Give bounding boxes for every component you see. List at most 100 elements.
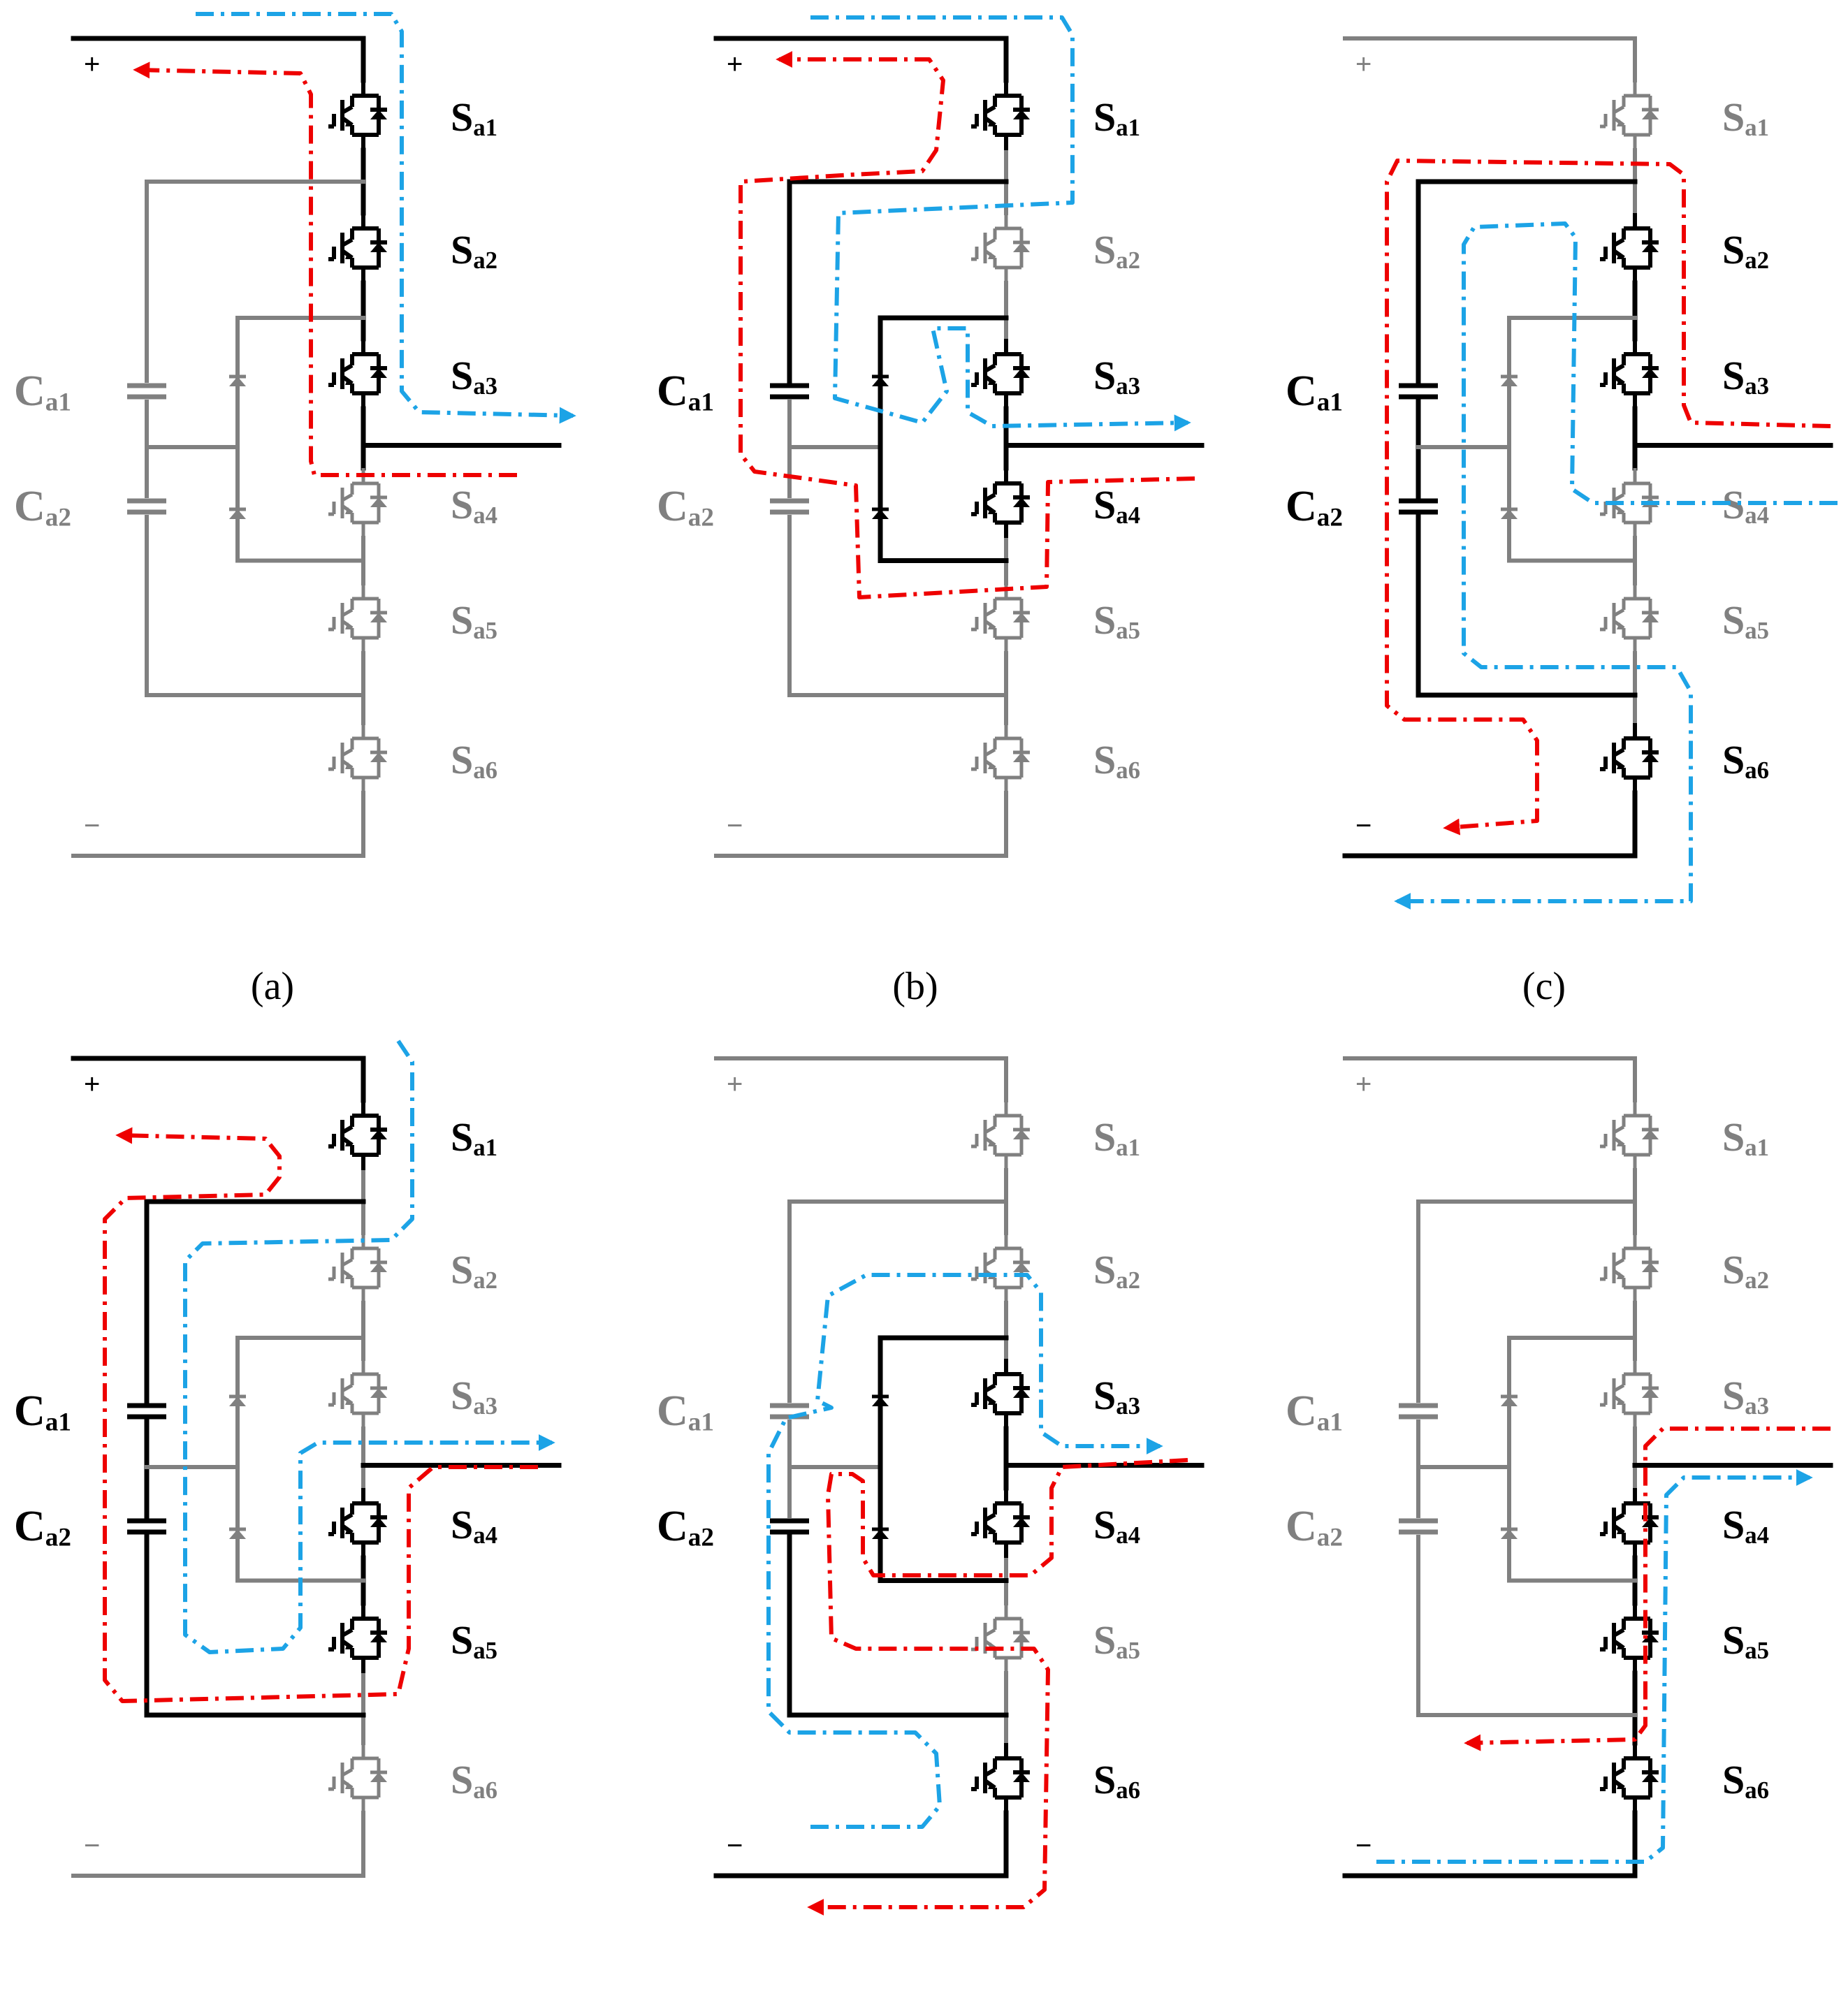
switch-sa3	[328, 339, 387, 409]
switch-sa3	[971, 339, 1030, 409]
label-sa6: Sa6	[1093, 1757, 1140, 1804]
current-path-blue	[1394, 221, 1838, 910]
clamp-diode-lower	[872, 507, 889, 519]
label-sa6: Sa6	[451, 1757, 497, 1804]
panel-caption: (b)	[892, 965, 938, 1008]
minus-terminal-sign: −	[727, 810, 743, 841]
switch-sa6	[328, 723, 387, 793]
label-sa4: Sa4	[1093, 1502, 1140, 1549]
label-sa4: Sa4	[1722, 1502, 1769, 1549]
label-sa3: Sa3	[1722, 1373, 1769, 1420]
switch-sa2	[328, 213, 387, 283]
switch-sa3	[1600, 1359, 1659, 1429]
switch-sa4	[1600, 468, 1659, 538]
plus-terminal-sign: +	[727, 1069, 743, 1100]
current-path-red	[807, 1458, 1188, 1916]
capacitor-ca2	[1399, 498, 1438, 515]
label-sa3: Sa3	[1093, 353, 1140, 400]
label-sa4: Sa4	[451, 482, 497, 529]
capacitor-ca2	[127, 498, 166, 515]
label-sa6: Sa6	[1722, 737, 1769, 784]
minus-terminal-sign: −	[84, 1830, 100, 1861]
minus-terminal-sign: −	[1355, 810, 1372, 841]
current-path-blue	[766, 1273, 1163, 1829]
label-ca1: Ca1	[657, 367, 714, 416]
capacitor-ca1	[127, 1403, 166, 1420]
switch-sa2	[971, 213, 1030, 283]
current-path-blue	[810, 15, 1191, 432]
label-sa2: Sa2	[451, 227, 497, 274]
clamp-diode-upper	[229, 1394, 246, 1406]
clamp-diode-lower	[229, 1527, 246, 1539]
plus-terminal-sign: +	[84, 1069, 100, 1100]
plus-terminal-sign: +	[727, 49, 743, 80]
label-ca1: Ca1	[1286, 1387, 1343, 1436]
label-ca1: Ca1	[657, 1387, 714, 1436]
label-sa1: Sa1	[1722, 94, 1769, 141]
switch-sa5	[971, 1603, 1030, 1673]
capacitor-ca2	[1399, 1518, 1438, 1535]
current-path-red	[739, 51, 1195, 599]
capacitor-ca2	[127, 1518, 166, 1535]
switch-sa1	[328, 80, 387, 150]
clamp-diode-lower	[1501, 507, 1518, 519]
minus-terminal-sign: −	[84, 810, 100, 841]
switch-sa4	[328, 1488, 387, 1558]
label-sa6: Sa6	[1093, 737, 1140, 784]
switch-sa5	[328, 583, 387, 653]
label-sa3: Sa3	[1722, 353, 1769, 400]
plus-terminal-sign: +	[1355, 49, 1372, 80]
minus-terminal-sign: −	[1355, 1830, 1372, 1861]
capacitor-ca1	[1399, 383, 1438, 400]
clamp-diode-upper	[872, 374, 889, 386]
switch-sa3	[971, 1359, 1030, 1429]
switch-sa6	[1600, 723, 1659, 793]
label-sa5: Sa5	[1093, 597, 1140, 644]
capacitor-ca1	[127, 383, 166, 400]
clamp-diode-upper	[872, 1394, 889, 1406]
panel-caption: (a)	[251, 965, 294, 1008]
capacitor-ca2	[770, 498, 809, 515]
current-path-red	[133, 61, 517, 477]
current-path-red	[1464, 1427, 1831, 1751]
label-ca2: Ca2	[1286, 483, 1343, 532]
clamp-diode-lower	[872, 1527, 889, 1539]
switch-sa5	[1600, 583, 1659, 653]
label-sa2: Sa2	[1093, 1247, 1140, 1294]
label-sa3: Sa3	[451, 1373, 497, 1420]
label-sa1: Sa1	[1093, 1114, 1140, 1161]
switch-sa5	[328, 1603, 387, 1673]
panel-caption: (d)	[249, 1985, 295, 1991]
switch-sa2	[971, 1233, 1030, 1303]
label-ca2: Ca2	[14, 1503, 71, 1552]
label-sa2: Sa2	[1722, 227, 1769, 274]
capacitor-ca2	[770, 1518, 809, 1535]
switch-sa1	[1600, 80, 1659, 150]
capacitor-ca1	[770, 383, 809, 400]
current-path-red	[1385, 159, 1831, 836]
label-sa3: Sa3	[451, 353, 497, 400]
switch-sa6	[328, 1743, 387, 1813]
switch-sa1	[971, 1100, 1030, 1170]
switch-sa4	[328, 468, 387, 538]
clamp-diode-upper	[1501, 1394, 1518, 1406]
label-sa5: Sa5	[451, 1617, 497, 1664]
label-sa1: Sa1	[1093, 94, 1140, 141]
label-sa5: Sa5	[451, 597, 497, 644]
label-sa5: Sa5	[1722, 597, 1769, 644]
switch-sa4	[1600, 1488, 1659, 1558]
label-sa3: Sa3	[1093, 1373, 1140, 1420]
label-sa1: Sa1	[451, 1114, 497, 1161]
label-ca1: Ca1	[1286, 367, 1343, 416]
label-sa6: Sa6	[1722, 1757, 1769, 1804]
panel-caption: (e)	[894, 1985, 937, 1991]
plus-terminal-sign: +	[1355, 1069, 1372, 1100]
switch-sa2	[1600, 1233, 1659, 1303]
clamp-diode-upper	[1501, 374, 1518, 386]
capacitor-ca1	[1399, 1403, 1438, 1420]
switch-sa2	[328, 1233, 387, 1303]
